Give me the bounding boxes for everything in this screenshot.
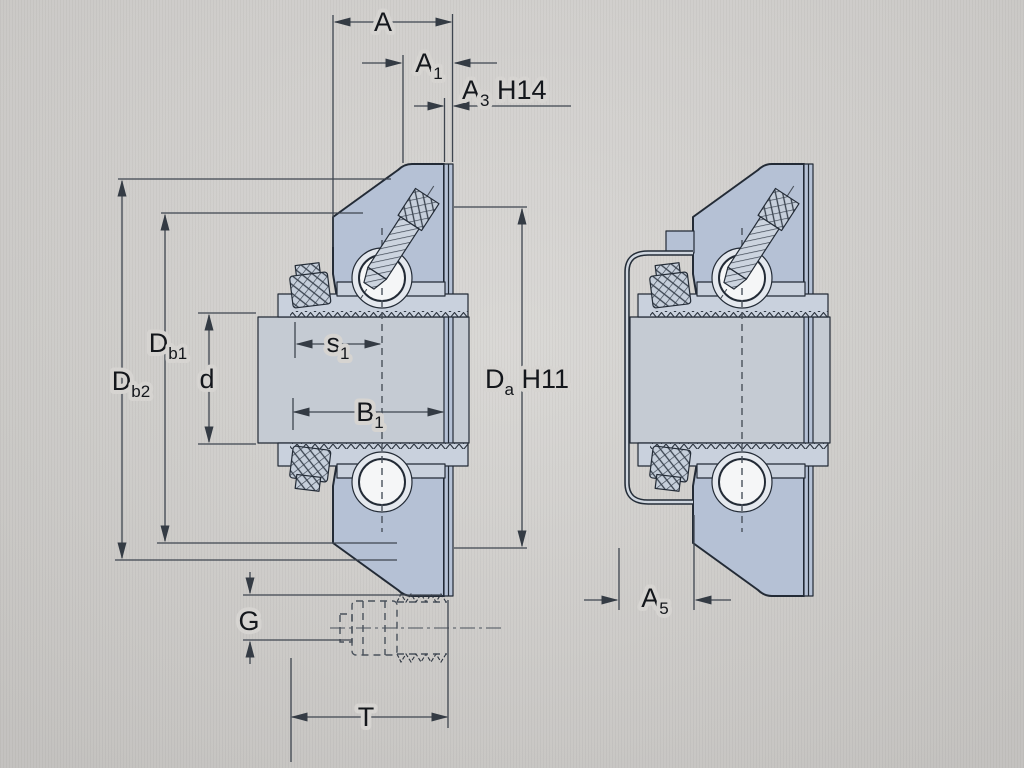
shaft [629,316,831,444]
set-screw-upper [649,262,692,309]
knurl-upper [290,311,468,317]
grease-fitting-head [351,600,398,656]
dim-Db1: Db1 [145,212,397,544]
dim-label-A: A [374,7,392,37]
dim-T: T [290,600,449,762]
right-bearing-unit [624,163,831,597]
left-bearing-unit [257,163,502,664]
dim-s1: s1 [294,322,382,367]
dimensions: A A1 A3 H14 Db2 Db1 [108,3,731,762]
dim-A: A [332,3,454,247]
dim-label-Db1: Db1 [149,328,187,363]
set-screw-cap [294,473,322,492]
dim-Da: Da H11 [454,206,573,549]
set-screw-lower [649,445,692,492]
dim-label-A5: A5 [641,583,668,618]
dim-Db2: Db2 [108,178,397,561]
knurl-upper [650,311,828,317]
grub-screw [720,185,800,299]
dim-label-G: G [238,606,259,636]
dim-label-A1: A1 [415,48,442,83]
knurl-lower [290,443,468,449]
end-cover-inner [625,251,693,504]
dim-A3: A3 H14 [414,71,571,162]
dim-G: G [234,572,442,664]
set-screw-body [649,271,692,309]
dim-label-T: T [358,702,375,732]
set-screw-lower [289,445,332,492]
cover-clamp-lug [665,230,695,254]
dim-B1: B1 [292,393,445,436]
grease-fitting-thread-bottom [396,652,447,664]
dim-label-Da: Da H11 [485,364,569,399]
dim-label-s1: s1 [327,328,350,363]
dim-label-A3: A3 H14 [462,75,547,110]
set-screw-body [289,271,332,309]
dim-label-B1: B1 [356,397,383,432]
grub-screw-tip [363,266,387,290]
knurl-lower [650,443,828,449]
dim-A5: A5 [584,515,731,622]
dim-A1: A1 [362,44,497,163]
grub-screw-tip [723,266,747,290]
grease-fitting-hidden [330,592,502,664]
set-screw-upper [289,262,332,309]
dim-label-d: d [199,364,214,394]
grub-screw [360,185,440,299]
set-screw-cap [654,473,682,492]
dim-d: d [195,312,256,445]
dim-label-Db2: Db2 [112,366,150,401]
grease-fitting-thread-top [396,592,447,604]
